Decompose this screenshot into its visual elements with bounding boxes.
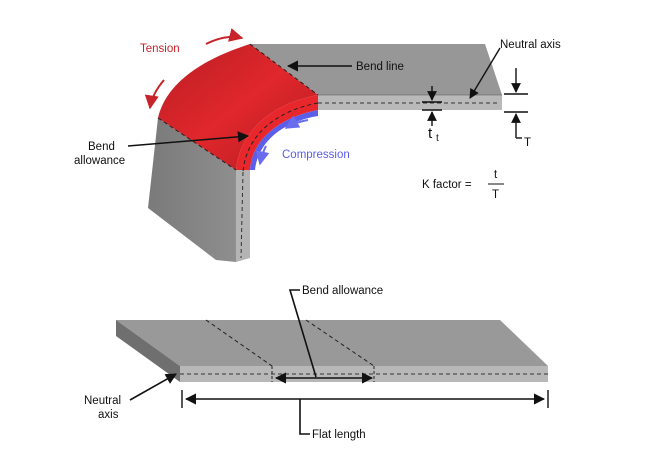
bend-allowance-top-label-2: allowance	[74, 155, 125, 167]
big-t-dimension: T	[504, 68, 531, 149]
compression-arrow-icon	[255, 145, 270, 166]
k-factor-numerator: t	[494, 169, 498, 181]
bend-edge-compression-band	[250, 110, 318, 170]
pointer-arrow-icon	[469, 47, 501, 99]
bend-allowance-top-label-1: Bend	[88, 141, 115, 153]
bend-edge-tension-band	[236, 95, 318, 170]
compression-arrow-icon	[284, 115, 309, 129]
small-t-dimension: t t	[422, 86, 442, 144]
tension-arrow-icon	[205, 28, 244, 45]
flat-top-surface	[116, 320, 548, 366]
flat-length-label: Flat length	[312, 429, 366, 441]
vertical-flange-surface	[148, 118, 236, 262]
bend-outer-surface	[158, 44, 318, 170]
bent-part	[148, 43, 502, 262]
k-factor-label: K factor =	[422, 179, 472, 191]
bend-line-label: Bend line	[356, 61, 404, 73]
pointer-arrow-icon	[129, 373, 177, 401]
bend-allowance-bottom-dimension: Bend allowance	[274, 285, 383, 384]
vertical-flange-edge	[236, 170, 250, 262]
bend-allowance-bottom-label: Bend allowance	[302, 285, 383, 297]
small-t-subscript: t	[436, 133, 439, 144]
compression-label: Compression	[282, 149, 350, 161]
flat-left-side	[116, 320, 180, 382]
flange-top-surface	[250, 44, 502, 95]
big-t-label: T	[524, 137, 531, 149]
flat-length-dimension: Flat length	[181, 390, 549, 441]
k-factor-denominator: T	[492, 189, 499, 201]
neutral-axis-bottom-label-2: axis	[98, 409, 119, 421]
flat-part	[116, 319, 548, 382]
k-factor-formula: K factor = t T	[422, 169, 504, 201]
neutral-axis-top-label: Neutral axis	[500, 39, 561, 51]
tension-label: Tension	[140, 43, 180, 55]
pointer-arrow-icon	[127, 131, 250, 147]
neutral-axis-bottom-label-1: Neutral	[84, 395, 121, 407]
tension-arrow-icon	[144, 79, 165, 110]
small-t-label: t	[428, 125, 433, 142]
